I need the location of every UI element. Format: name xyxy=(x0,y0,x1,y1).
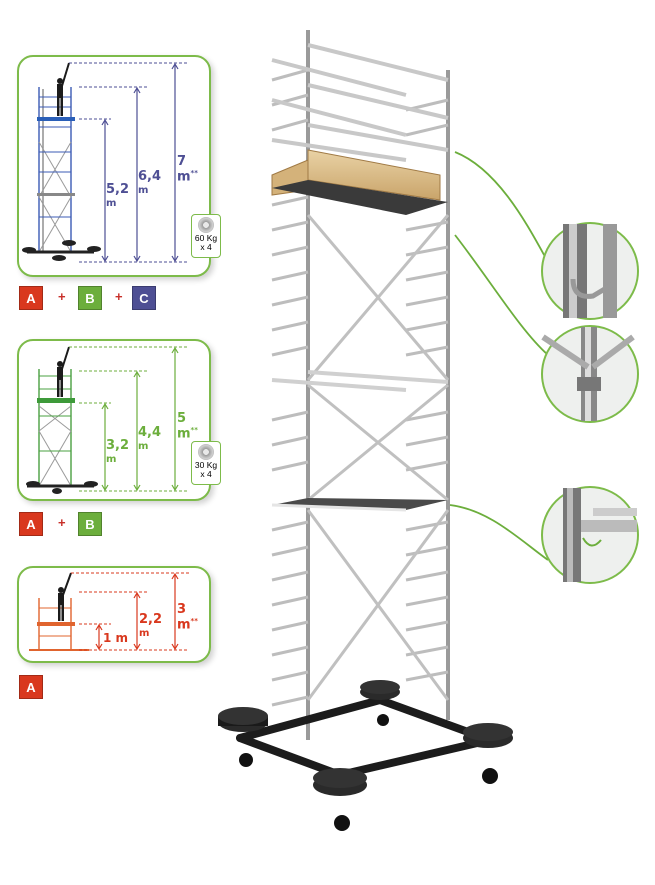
total-height-label: 5 m** xyxy=(177,411,198,442)
module-c-badge: C xyxy=(132,286,156,310)
worker-icon xyxy=(57,62,70,116)
ballast-disc-icon xyxy=(198,444,214,460)
total-height-label: 3 m** xyxy=(177,602,198,633)
total-height-label: 7 m** xyxy=(177,154,198,185)
scaffold-diagram-a xyxy=(29,572,189,651)
platform-height-label: 1 m xyxy=(103,631,129,645)
scaffold-diagram-ab xyxy=(26,346,189,494)
module-b-badge: B xyxy=(78,286,102,310)
worker-icon xyxy=(58,572,72,621)
module-b-badge: B xyxy=(78,512,102,536)
ballast-disc-icon xyxy=(218,680,513,796)
module-a-badge: A xyxy=(19,286,43,310)
worker-icon xyxy=(57,346,70,397)
detail-connector xyxy=(449,151,549,561)
module-a-badge: A xyxy=(19,675,43,699)
caster-icon xyxy=(239,714,498,831)
detail-lock-zoom xyxy=(541,486,639,584)
upper-platform xyxy=(272,180,448,215)
scaffold-diagram-abc xyxy=(22,62,189,263)
ballast-disc-icon xyxy=(198,217,214,233)
detail-hook-zoom xyxy=(541,222,639,320)
lower-platform xyxy=(272,498,448,510)
base-frame xyxy=(236,696,494,779)
plus-sign: + xyxy=(58,515,66,530)
platform xyxy=(37,117,75,121)
plus-sign: + xyxy=(58,289,66,304)
detail-joint-zoom xyxy=(541,325,639,423)
module-a-badge: A xyxy=(19,512,43,536)
plus-sign: + xyxy=(115,289,123,304)
